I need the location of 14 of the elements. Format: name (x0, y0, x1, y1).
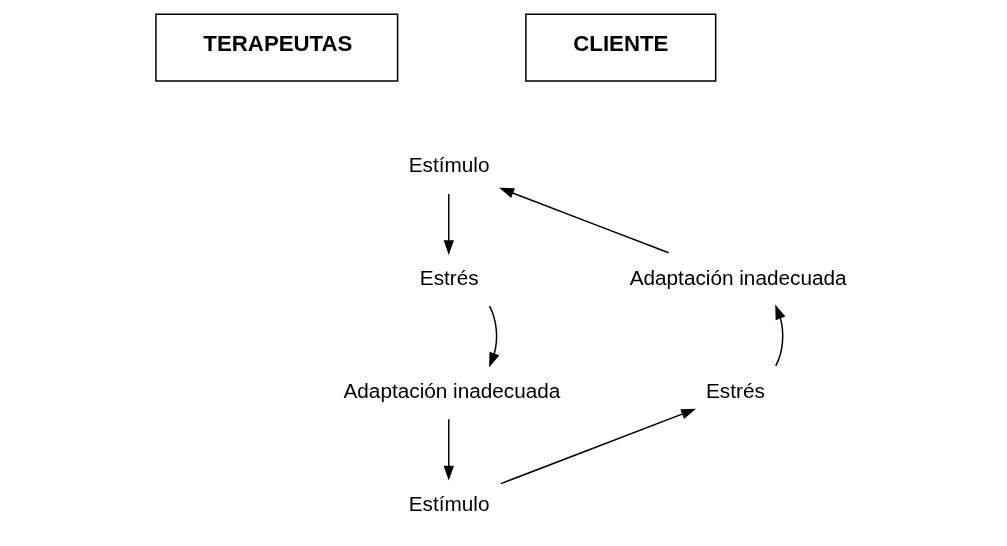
node-text: Estrés (705, 378, 765, 402)
node-text: Estímulo (408, 153, 489, 177)
arrow (774, 304, 785, 367)
arrow (443, 193, 454, 256)
arrow (488, 305, 499, 368)
arrow (499, 408, 696, 485)
node-text: Estímulo (408, 491, 489, 515)
node-box: TERAPEUTAS (154, 13, 398, 82)
node-text: Adaptación inadecuada (629, 266, 847, 290)
node-box: CLIENTE (524, 13, 716, 82)
node-text: Adaptación inadecuada (343, 378, 560, 402)
arrow (443, 418, 454, 481)
node-text: Estrés (419, 266, 479, 290)
arrow (498, 187, 669, 254)
